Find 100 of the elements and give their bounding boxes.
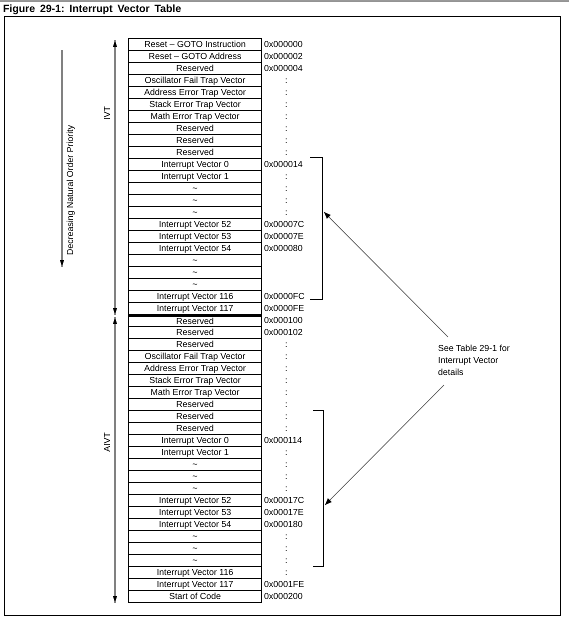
table-cell: Address Error Trap Vector [128,86,262,98]
address-label: : [285,554,288,566]
address-label: 0x0000FC [264,290,305,302]
address-label: 0x00007C [264,218,304,230]
table-cell: Stack Error Trap Vector [128,98,262,110]
address-label: : [285,122,288,134]
table-cell: ~ [128,266,262,278]
address-label: : [285,446,288,458]
address-label: : [285,110,288,122]
table-cell: Interrupt Vector 0 [128,158,262,170]
address-label: 0x000000 [264,38,303,50]
address-label: 0x00017E [264,506,304,518]
address-label: 0x000080 [264,242,303,254]
table-cell: Interrupt Vector 54 [128,242,262,254]
address-label: : [285,398,288,410]
table-cell: Reserved [128,410,262,422]
table-cell: ~ [128,470,262,482]
table-cell: Interrupt Vector 1 [128,446,262,458]
table-cell: Interrupt Vector 116 [128,290,262,302]
address-label: : [285,134,288,146]
address-label: : [285,374,288,386]
table-cell: ~ [128,254,262,266]
table-cell: ~ [128,206,262,218]
arrow [324,212,448,338]
address-label: 0x00017C [264,494,304,506]
table-cell: ~ [128,554,262,566]
address-label: : [285,458,288,470]
address-label: 0x0000FE [264,302,304,314]
table-cell: Oscillator Fail Trap Vector [128,350,262,362]
table-cell: Reserved [128,326,262,338]
address-label: 0x000180 [264,518,303,530]
table-cell: Interrupt Vector 52 [128,494,262,506]
table-cell: Interrupt Vector 53 [128,230,262,242]
address-label: : [285,530,288,542]
address-label: 0x000004 [264,62,303,74]
table-cell: Reserved [128,134,262,146]
table-cell: ~ [128,278,262,290]
table-cell: Start of Code [128,590,262,602]
bracket [310,157,323,300]
section-label: IVT [102,106,112,120]
address-label: 0x000102 [264,326,303,338]
address-label: 0x000200 [264,590,303,602]
section-label: AIVT [102,432,112,452]
address-label: : [285,74,288,86]
table-cell: Oscillator Fail Trap Vector [128,74,262,86]
table-cell: Reserved [128,398,262,410]
table-cell: Interrupt Vector 117 [128,302,262,314]
priority-label: Decreasing Natural Order Priority [65,124,75,256]
address-label: : [285,194,288,206]
address-label: : [285,98,288,110]
address-label: : [285,146,288,158]
address-label: 0x000114 [264,434,302,446]
table-cell: ~ [128,542,262,554]
address-label: : [285,542,288,554]
table-cell: Reset – GOTO Address [128,50,262,62]
address-label: : [285,362,288,374]
address-label: : [285,386,288,398]
table-cell: Stack Error Trap Vector [128,374,262,386]
address-label: : [285,566,288,578]
table-cell: Interrupt Vector 0 [128,434,262,446]
table-cell: Reset – GOTO Instruction [128,38,262,50]
table-cell: ~ [128,482,262,494]
table-cell: Reserved [128,338,262,350]
table-cell: ~ [128,182,262,194]
address-label: : [285,410,288,422]
address-label: : [285,482,288,494]
address-label: 0x000100 [264,314,303,326]
table-cell: Interrupt Vector 52 [128,218,262,230]
table-cell: Interrupt Vector 53 [128,506,262,518]
address-label: 0x00007E [264,230,304,242]
table-cell: ~ [128,458,262,470]
table-cell: Reserved [128,146,262,158]
table-cell: ~ [128,194,262,206]
table-cell: ~ [128,530,262,542]
table-cell: Interrupt Vector 116 [128,566,262,578]
table-cell: Math Error Trap Vector [128,386,262,398]
address-label: : [285,470,288,482]
figure-title: Figure 29-1: Interrupt Vector Table [3,3,182,15]
table-cell: Math Error Trap Vector [128,110,262,122]
address-label: : [285,206,288,218]
address-label: 0x000002 [264,50,303,62]
address-label: 0x000014 [264,158,303,170]
address-label: : [285,170,288,182]
table-cell: Interrupt Vector 117 [128,578,262,590]
address-label: : [285,350,288,362]
note-text: See Table 29-1 for Interrupt Vector details [438,342,526,378]
address-label: : [285,182,288,194]
table-cell: Reserved [128,314,262,326]
address-label: : [285,338,288,350]
table-cell: Reserved [128,122,262,134]
table-cell: Address Error Trap Vector [128,362,262,374]
table-cell: Reserved [128,62,262,74]
address-label: : [285,422,288,434]
arrow [324,384,444,506]
bracket [313,410,324,567]
table-cell: Interrupt Vector 1 [128,170,262,182]
address-label: : [285,86,288,98]
address-label: 0x0001FE [264,578,304,590]
table-cell: Reserved [128,422,262,434]
table-cell: Interrupt Vector 54 [128,518,262,530]
